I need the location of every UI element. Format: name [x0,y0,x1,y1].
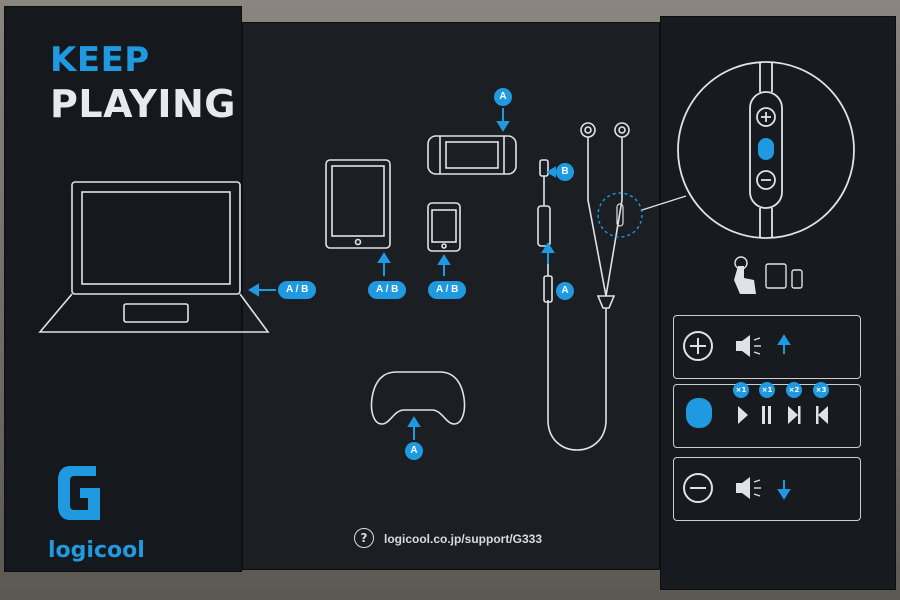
switch-console-icon [427,135,517,175]
headline-playing: PLAYING [50,82,236,126]
volume-up-box [673,315,861,379]
speaker-icon [736,335,761,357]
controller-badge: A [405,442,423,460]
pause-icon [762,406,771,424]
switch-arrow [496,108,510,132]
laptop-badge: A / B [278,281,317,299]
plus-icon [683,331,713,361]
tablet-badge: A / B [368,281,407,299]
device-pair-icon [765,263,803,289]
left-panel [4,6,242,572]
tablet-arrow [377,252,391,276]
center-button-icon [686,398,712,428]
play-count-3: ×2 [786,382,802,398]
plug-badge: A [556,282,574,300]
play-icon [738,406,748,424]
remote-small-icon [616,203,624,227]
gamepad-icon [370,371,466,425]
play-count-1: ×1 [733,382,749,398]
controller-arrow [407,416,421,440]
laptop-icon [38,181,270,333]
phone-badge: A / B [428,281,467,299]
play-count-4: ×3 [813,382,829,398]
phone-arrow [437,254,451,276]
plug-arrow [541,242,555,264]
play-count-2: ×1 [759,382,775,398]
volume-up-arrow [777,334,791,354]
inline-remote-icon [677,61,855,239]
logicool-g-logo [58,466,100,520]
remote-highlight [597,192,643,238]
previous-track-icon [816,406,828,424]
next-track-icon [788,406,801,424]
tablet-icon [325,159,391,249]
tap-hand-icon [734,256,756,294]
speaker-down-icon [736,477,761,499]
support-url[interactable]: logicool.co.jp/support/G333 [384,532,543,546]
minus-icon [683,473,713,503]
help-icon: ? [354,528,374,548]
volume-down-arrow [777,480,791,500]
earphones-icon [543,122,630,451]
zoom-leader-line [641,195,687,211]
adapter-cable-icon [537,159,551,247]
headline-keep: KEEP [50,40,150,80]
laptop-arrow [248,283,276,297]
switch-badge: A [494,88,512,106]
volume-down-box [673,457,861,521]
adapter-badge: B [556,163,574,181]
phone-icon [427,202,461,252]
brand-wordmark: logicool [48,538,145,563]
